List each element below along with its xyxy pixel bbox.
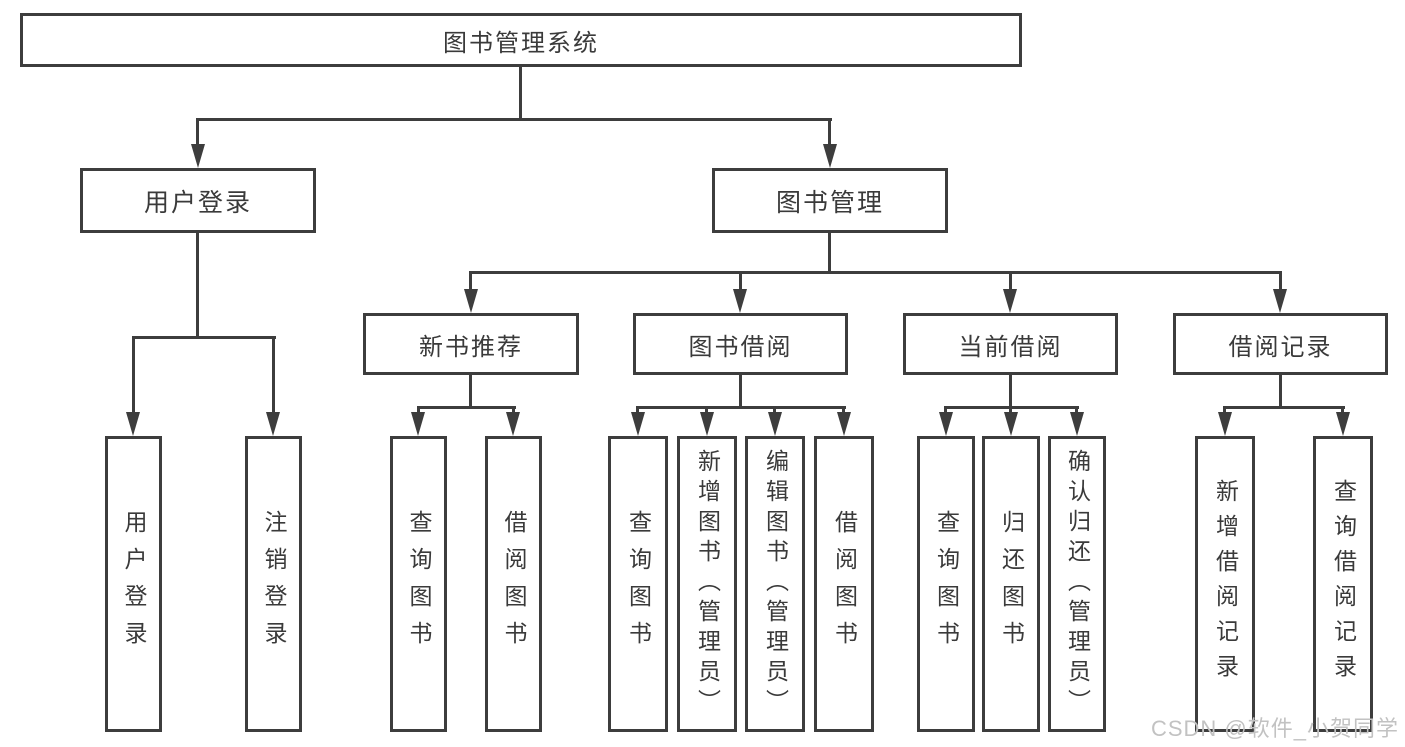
connector-line (828, 118, 831, 146)
leaf-label: 查询图书 (625, 510, 652, 658)
arrow-down-icon (464, 289, 478, 313)
connector-line (132, 336, 276, 339)
leaf-cb-confirm-return-admin: 确认归还（管理员） (1048, 436, 1106, 732)
leaf-bb-add-book-admin: 新增图书（管理员） (677, 436, 737, 732)
leaf-label: 借阅图书 (831, 510, 858, 658)
leaf-label: 编辑图书（管理员） (762, 449, 789, 719)
connector-line (739, 375, 742, 409)
connector-line (196, 118, 832, 121)
arrow-down-icon (631, 412, 645, 436)
connector-line (1075, 406, 1078, 414)
connector-line (417, 406, 420, 414)
node-book-borrow: 图书借阅 (633, 313, 848, 375)
node-root: 图书管理系统 (20, 13, 1022, 67)
arrow-down-icon (266, 412, 280, 436)
connector-line (417, 406, 516, 409)
connector-line (944, 406, 947, 414)
arrow-down-icon (506, 412, 520, 436)
connector-line (1279, 271, 1282, 291)
arrow-down-icon (1273, 289, 1287, 313)
leaf-label: 查询借阅记录 (1330, 479, 1357, 689)
leaf-label: 归还图书 (998, 510, 1025, 658)
node-new-book-recommend: 新书推荐 (363, 313, 579, 375)
arrow-down-icon (1004, 412, 1018, 436)
watermark: CSDN @软件_小贺同学 (1150, 716, 1399, 741)
connector-line (1279, 375, 1282, 409)
arrow-down-icon (1003, 289, 1017, 313)
connector-line (842, 406, 845, 414)
node-user-login: 用户登录 (80, 168, 316, 233)
connector-line (1223, 406, 1345, 409)
arrow-down-icon (411, 412, 425, 436)
arrow-down-icon (1336, 412, 1350, 436)
arrow-down-icon (939, 412, 953, 436)
connector-line (705, 406, 708, 414)
connector-line (272, 336, 275, 414)
connector-line (1223, 406, 1226, 414)
connector-line (469, 375, 472, 409)
connector-line (1009, 406, 1012, 414)
connector-line (773, 406, 776, 414)
connector-line (469, 271, 472, 291)
node-book-management: 图书管理 (712, 168, 948, 233)
leaf-br-query-record: 查询借阅记录 (1313, 436, 1373, 732)
connector-line (636, 406, 846, 409)
leaf-bb-borrow-book: 借阅图书 (814, 436, 874, 732)
arrow-down-icon (1218, 412, 1232, 436)
leaf-nb-query-book: 查询图书 (390, 436, 447, 732)
leaf-user-login: 用户登录 (105, 436, 162, 732)
connector-line (828, 233, 831, 274)
leaf-logout: 注销登录 (245, 436, 302, 732)
leaf-label: 查询图书 (406, 510, 432, 658)
leaf-label: 新增图书（管理员） (694, 449, 721, 719)
connector-line (196, 233, 199, 339)
connector-line (1009, 271, 1012, 291)
leaf-br-add-record: 新增借阅记录 (1195, 436, 1255, 732)
arrow-down-icon (768, 412, 782, 436)
connector-line (196, 118, 199, 146)
arrow-down-icon (733, 289, 747, 313)
arrow-down-icon (126, 412, 140, 436)
connector-line (636, 406, 639, 414)
arrow-down-icon (837, 412, 851, 436)
connector-line (469, 271, 1281, 274)
connector-line (512, 406, 515, 414)
arrow-down-icon (1070, 412, 1084, 436)
node-borrow-record: 借阅记录 (1173, 313, 1388, 375)
connector-line (739, 271, 742, 291)
node-current-borrow: 当前借阅 (903, 313, 1118, 375)
leaf-bb-query-book: 查询图书 (608, 436, 668, 732)
leaf-label: 用户登录 (121, 510, 147, 658)
arrow-down-icon (191, 144, 205, 168)
leaf-cb-query-book: 查询图书 (917, 436, 975, 732)
leaf-label: 借阅图书 (501, 510, 527, 658)
connector-line (1009, 375, 1012, 409)
leaf-cb-return-book: 归还图书 (982, 436, 1040, 732)
arrow-down-icon (700, 412, 714, 436)
arrow-down-icon (823, 144, 837, 168)
leaf-nb-borrow-book: 借阅图书 (485, 436, 542, 732)
connector-line (519, 67, 522, 121)
leaf-label: 注销登录 (261, 510, 287, 658)
leaf-label: 确认归还（管理员） (1064, 449, 1091, 719)
leaf-label: 新增借阅记录 (1212, 479, 1239, 689)
connector-line (132, 336, 135, 414)
connector-line (1341, 406, 1344, 414)
leaf-label: 查询图书 (933, 510, 960, 658)
leaf-bb-edit-book-admin: 编辑图书（管理员） (745, 436, 805, 732)
